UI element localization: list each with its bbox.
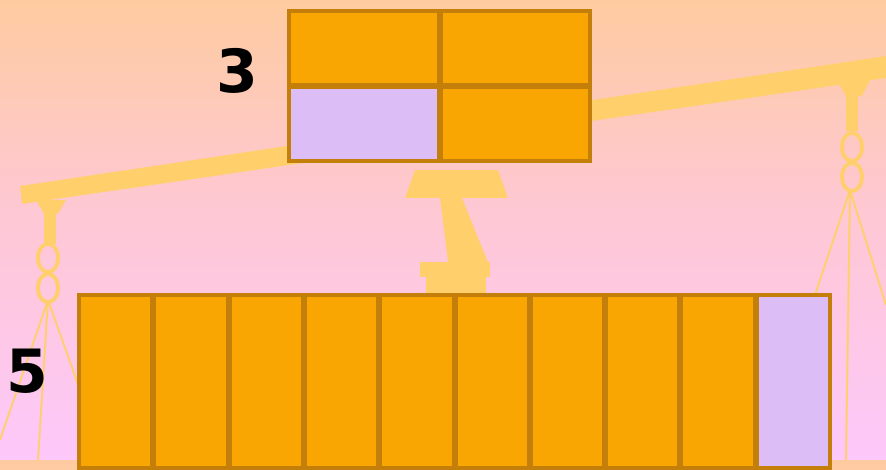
top-count-label: 3: [216, 42, 258, 102]
top-grid-cell-filled: [287, 9, 441, 87]
bottom-grid-cell-filled: [529, 293, 606, 470]
bottom-grid-cell-filled: [679, 293, 756, 470]
bottom-count-label: 5: [6, 342, 48, 402]
bottom-grid-cell-filled: [77, 293, 154, 470]
top-grid-cell-filled: [439, 85, 593, 163]
top-grid-cell-empty: [287, 85, 441, 163]
top-grid-cell-filled: [439, 9, 593, 87]
top-fraction-grid: [287, 9, 590, 161]
bottom-grid-cell-filled: [152, 293, 229, 470]
bottom-fraction-grid: [77, 293, 830, 468]
bottom-grid-cell-filled: [604, 293, 681, 470]
bottom-grid-cell-filled: [228, 293, 305, 470]
bottom-grid-cell-filled: [303, 293, 380, 470]
bottom-grid-cell-empty: [755, 293, 832, 470]
bottom-grid-cell-filled: [378, 293, 455, 470]
bottom-grid-cell-filled: [454, 293, 531, 470]
